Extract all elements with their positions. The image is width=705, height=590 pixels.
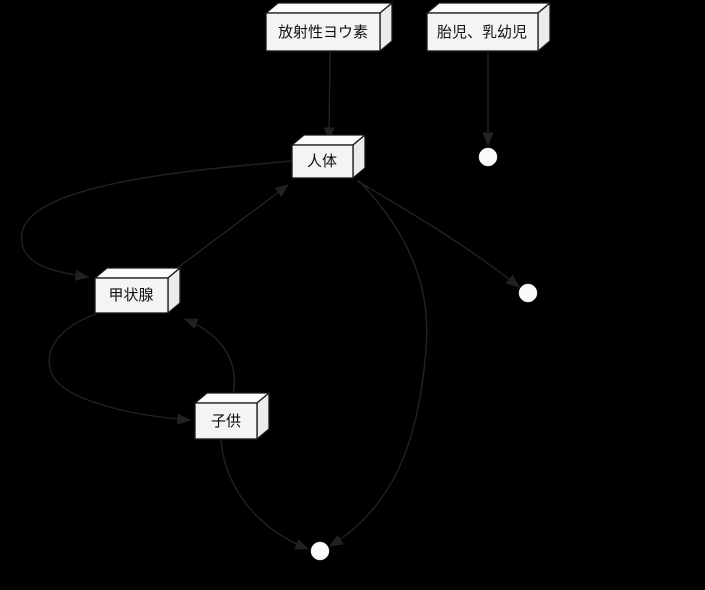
edges-layer: [20, 50, 521, 550]
node-fetus-infants-front-face: [426, 12, 539, 52]
node-label-radioactive-iodine: 放射性ヨウ素: [278, 23, 368, 41]
node-point-1: [478, 147, 498, 167]
edge-human-body-to-point-2: [356, 180, 521, 288]
edge-radioactive-iodine-to-human-body: [323, 50, 335, 142]
node-children: 子供: [193, 391, 271, 441]
node-thyroid-front-face: [94, 277, 169, 314]
node-human-body: 人体: [290, 133, 367, 180]
node-label-children: 子供: [211, 412, 241, 430]
edge-human-body-to-thyroid: [20, 160, 293, 281]
node-radioactive-iodine-front-face: [265, 12, 381, 52]
node-fetus-infants-top-face: [425, 2, 552, 14]
edge-children-to-thyroid: [183, 318, 236, 400]
node-point-2: [518, 283, 538, 303]
node-label-human-body: 人体: [307, 152, 337, 170]
node-children-front-face: [194, 402, 258, 440]
edge-thyroid-to-children: [48, 313, 192, 425]
edge-human-body-to-point-3: [328, 180, 428, 547]
node-radioactive-iodine: 放射性ヨウ素: [264, 1, 394, 53]
node-point-3: [310, 541, 330, 561]
edge-children-to-point-3: [220, 439, 310, 550]
node-label-thyroid: 甲状腺: [108, 286, 153, 304]
node-radioactive-iodine-top-face: [264, 2, 394, 14]
node-thyroid: 甲状腺: [93, 266, 182, 315]
node-fetus-infants: 胎児、乳幼児: [425, 1, 552, 53]
edge-thyroid-to-human-body: [175, 184, 290, 270]
node-label-fetus-infants: 胎児、乳幼児: [437, 23, 527, 41]
node-thyroid-top-face: [93, 267, 182, 279]
node-human-body-front-face: [291, 144, 354, 179]
